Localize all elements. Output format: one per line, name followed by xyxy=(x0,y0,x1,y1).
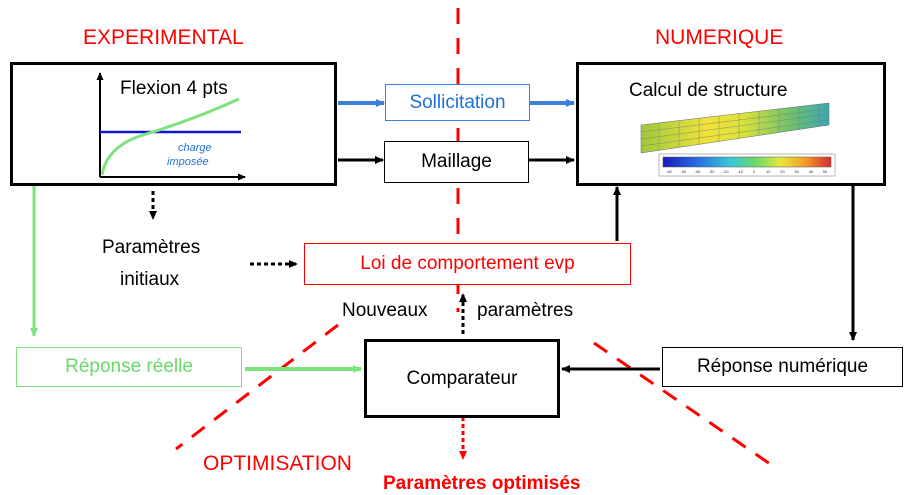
flexion-title: Flexion 4 pts xyxy=(120,78,228,99)
reponse-reelle-label: Réponse réelle xyxy=(65,356,193,377)
plot-response-curve xyxy=(100,97,240,176)
fem-mesh-lines xyxy=(640,104,830,150)
section-optimisation: OPTIMISATION xyxy=(203,452,352,475)
colorbar-tick-label: -60 xyxy=(666,169,673,174)
parametres-initiaux-line2: initiaux xyxy=(120,269,180,290)
colorbar-tick-label: -40 xyxy=(694,169,701,174)
loi-comportement-label: Loi de comportement evp xyxy=(360,253,575,274)
colorbar-tick-label: -30 xyxy=(709,169,716,174)
comparateur-box: Comparateur xyxy=(364,339,560,418)
colorbar-tick-label: 40 xyxy=(809,169,814,174)
flexion-curve-plot xyxy=(96,72,246,181)
colorbar-tick-label: -10 xyxy=(737,169,744,174)
separator-left-diagonal xyxy=(175,323,339,451)
separator-right-diagonal xyxy=(593,341,774,468)
fem-mesh-result: -60 -50 -40 -30 -20 -10 0 10 20 30 40 50 xyxy=(640,102,836,177)
parametres-label: paramètres xyxy=(477,300,574,321)
loi-comportement-box: Loi de comportement evp xyxy=(304,243,631,285)
colorbar-tick-label: 20 xyxy=(780,169,785,174)
section-experimental: EXPERIMENTAL xyxy=(83,26,244,49)
section-numerique: NUMERIQUE xyxy=(655,26,784,49)
maillage-box: Maillage xyxy=(384,141,529,183)
parametres-initiaux-line1: Paramètres xyxy=(102,237,201,258)
colorbar-frame xyxy=(658,153,836,177)
reponse-reelle-box: Réponse réelle xyxy=(16,347,242,387)
charge-label: charge xyxy=(178,142,212,154)
fem-beam xyxy=(640,102,830,154)
imposee-label: imposée xyxy=(167,156,209,168)
colorbar-tick-label: 10 xyxy=(766,169,771,174)
colorbar-tick-label: 50 xyxy=(823,169,828,174)
calcul-structure-title: Calcul de structure xyxy=(629,80,788,101)
parametres-optimises-label: Paramètres optimisés xyxy=(383,473,581,494)
colorbar-tick-label: -20 xyxy=(723,169,730,174)
experimental-box: Flexion 4 pts charge imposée xyxy=(10,62,337,186)
reponse-numerique-label: Réponse numérique xyxy=(696,356,869,377)
colorbar xyxy=(662,156,832,168)
colorbar-tick-label: 0 xyxy=(753,169,756,174)
colorbar-ticks: -60 -50 -40 -30 -20 -10 0 10 20 30 40 50 xyxy=(666,169,828,174)
sollicitation-box: Sollicitation xyxy=(385,84,530,121)
comparateur-label: Comparateur xyxy=(406,367,518,389)
colorbar-tick-label: -50 xyxy=(680,169,687,174)
maillage-label: Maillage xyxy=(421,151,492,172)
colorbar-tick-label: 30 xyxy=(794,169,799,174)
sollicitation-label: Sollicitation xyxy=(409,91,506,113)
calcul-structure-box: Calcul de structure xyxy=(576,62,886,186)
nouveaux-label: Nouveaux xyxy=(342,300,428,321)
reponse-numerique-box: Réponse numérique xyxy=(662,347,903,387)
